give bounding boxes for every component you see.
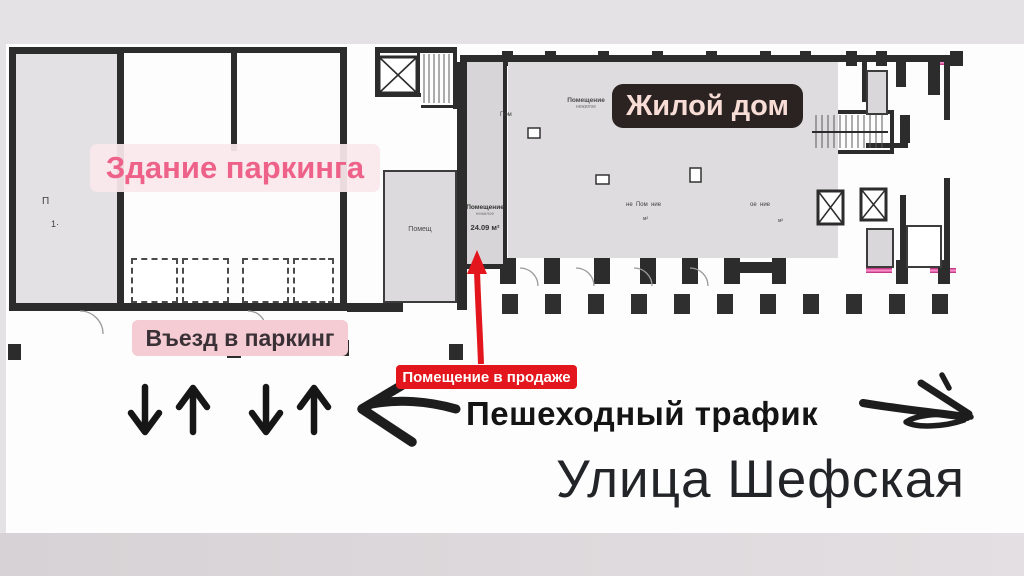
room <box>906 225 942 268</box>
traffic-arrow-down <box>248 383 284 436</box>
wall-segment <box>544 258 560 284</box>
wall-segment <box>9 47 16 311</box>
wall-segment <box>9 303 123 311</box>
traffic-arrow-up <box>175 384 211 436</box>
crosswalk-dash <box>631 294 647 314</box>
room <box>866 70 888 115</box>
wall-segment <box>594 258 610 284</box>
sale-room-title: Помещение <box>466 204 504 211</box>
sale-room-label: Помещение нежилое 24.09 м² <box>465 204 505 232</box>
res-fragment-left: не Пом ние <box>626 202 662 208</box>
parking-space <box>131 258 178 303</box>
wall-segment <box>449 344 463 360</box>
parking-space <box>293 258 334 303</box>
sale-room-area: 24.09 м² <box>470 223 500 232</box>
crosswalk-dash <box>932 294 948 314</box>
wall-segment <box>724 258 740 284</box>
wall-segment <box>347 303 403 312</box>
crosswalk-dash <box>889 294 905 314</box>
res-fragment-right-unit: м² <box>778 218 784 224</box>
parking-room-letter: П <box>42 196 50 207</box>
wall-segment <box>806 150 894 154</box>
crosswalk-dash <box>803 294 819 314</box>
wall-segment <box>640 258 656 284</box>
crosswalk-dash <box>717 294 733 314</box>
pedestrian-arrow-right <box>859 372 974 429</box>
crosswalk-dash <box>588 294 604 314</box>
wall-segment <box>124 47 347 53</box>
wall-segment <box>503 62 507 266</box>
wall-segment <box>453 47 457 109</box>
wall-segment <box>227 354 241 358</box>
parking-room-number: 1· <box>51 219 60 229</box>
crosswalk-dash <box>502 294 518 314</box>
res-room-abbr: Пом <box>500 112 512 118</box>
crosswalk-dash <box>846 294 862 314</box>
traffic-arrow-down <box>127 383 163 436</box>
wall-segment <box>9 47 123 54</box>
crosswalk-dash <box>545 294 561 314</box>
wall-segment <box>421 105 454 108</box>
wall-segment <box>8 344 21 360</box>
parking-building-label: Здание паркинга <box>90 144 380 192</box>
wall-segment <box>457 62 467 310</box>
wall-segment <box>124 303 347 311</box>
wall-segment <box>460 55 963 62</box>
wall-segment <box>682 258 698 284</box>
wall-segment <box>806 110 894 114</box>
wall-segment <box>417 50 420 97</box>
wall-segment <box>900 115 910 143</box>
wall-segment <box>944 62 950 120</box>
wall-segment <box>896 260 908 284</box>
res-room-subtitle: нежилое <box>575 104 597 110</box>
wall-segment <box>375 47 380 97</box>
wall-segment <box>862 62 867 102</box>
res-room-title: Помещение <box>567 97 605 104</box>
wall-segment <box>866 143 908 148</box>
room <box>383 170 457 303</box>
traffic-arrow-up <box>296 384 332 436</box>
stairs-icon <box>423 54 450 103</box>
wall-segment <box>896 55 906 87</box>
residential-room-label: Помещение нежилое <box>558 97 614 110</box>
wall-segment <box>900 195 906 265</box>
crosswalk-dash <box>760 294 776 314</box>
room-fill <box>467 62 503 264</box>
wall-segment <box>231 47 237 151</box>
background-bottom-strip <box>0 533 1024 576</box>
residential-building-label: Жилой дом <box>612 84 803 128</box>
street-name-label: Улица Шефская <box>556 450 965 509</box>
wall-segment <box>928 55 940 95</box>
parking-inner-room-label: Помещ <box>408 226 432 233</box>
wall-segment <box>375 93 421 97</box>
window-marker <box>866 268 892 273</box>
pedestrian-arrow-left <box>357 379 461 447</box>
wall-segment <box>467 264 507 269</box>
sale-room-subtitle: нежилое <box>475 211 495 216</box>
wall-segment <box>375 47 457 53</box>
crosswalk-dash <box>674 294 690 314</box>
res-fragment-left-unit: м² <box>643 216 649 222</box>
elevator-shaft-icon <box>377 55 419 95</box>
pedestrian-traffic-label: Пешеходный трафик <box>466 395 819 432</box>
parking-space <box>242 258 289 303</box>
wall-segment <box>890 110 894 154</box>
wall-segment <box>944 178 950 270</box>
parking-entrance-label: Въезд в паркинг <box>132 320 348 356</box>
wall-segment <box>738 262 774 273</box>
room <box>866 228 894 268</box>
res-fragment-right: ое ние <box>750 202 771 208</box>
premises-for-sale-badge: Помещение в продаже <box>396 365 577 389</box>
wall-segment <box>772 258 786 284</box>
parking-space <box>182 258 229 303</box>
